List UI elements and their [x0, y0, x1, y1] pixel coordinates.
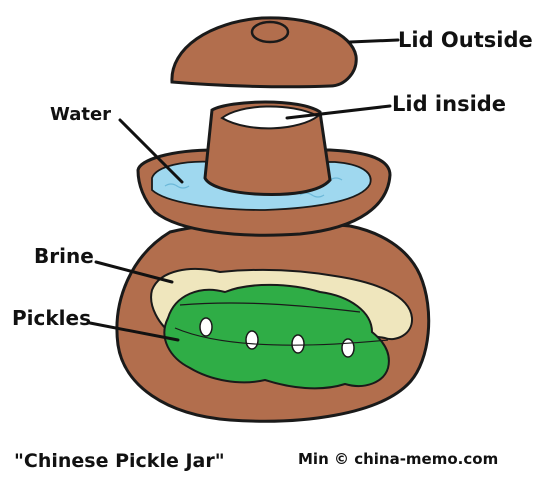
lid-knob — [250, 20, 290, 44]
credit-text: Min © china-memo.com — [298, 450, 499, 468]
label-brine: Brine — [34, 244, 94, 268]
lid-inside-opening — [220, 105, 320, 130]
pickle-hole — [199, 317, 213, 337]
label-water: Water — [50, 104, 112, 125]
label-pickles: Pickles — [12, 306, 91, 330]
pointer-water — [118, 118, 184, 184]
pickle-hole — [341, 338, 355, 358]
lid-outside-shape — [170, 16, 358, 89]
pointer-pickles — [88, 321, 180, 342]
pickle-hole — [245, 330, 259, 350]
lid-inside — [203, 100, 332, 196]
pointer-lid-outside — [348, 38, 400, 44]
label-lid-inside: Lid inside — [392, 92, 507, 116]
pickle-lines — [174, 302, 389, 346]
label-lid-outside: Lid Outside — [398, 28, 533, 52]
pointer-lid-inside — [285, 104, 392, 120]
pointer-lines — [88, 38, 400, 342]
pickle-hole — [291, 334, 305, 354]
pointer-brine — [94, 260, 174, 284]
diagram-title: "Chinese Pickle Jar" — [14, 450, 225, 472]
lid-outside — [170, 16, 358, 89]
pickles-mass — [163, 283, 390, 390]
